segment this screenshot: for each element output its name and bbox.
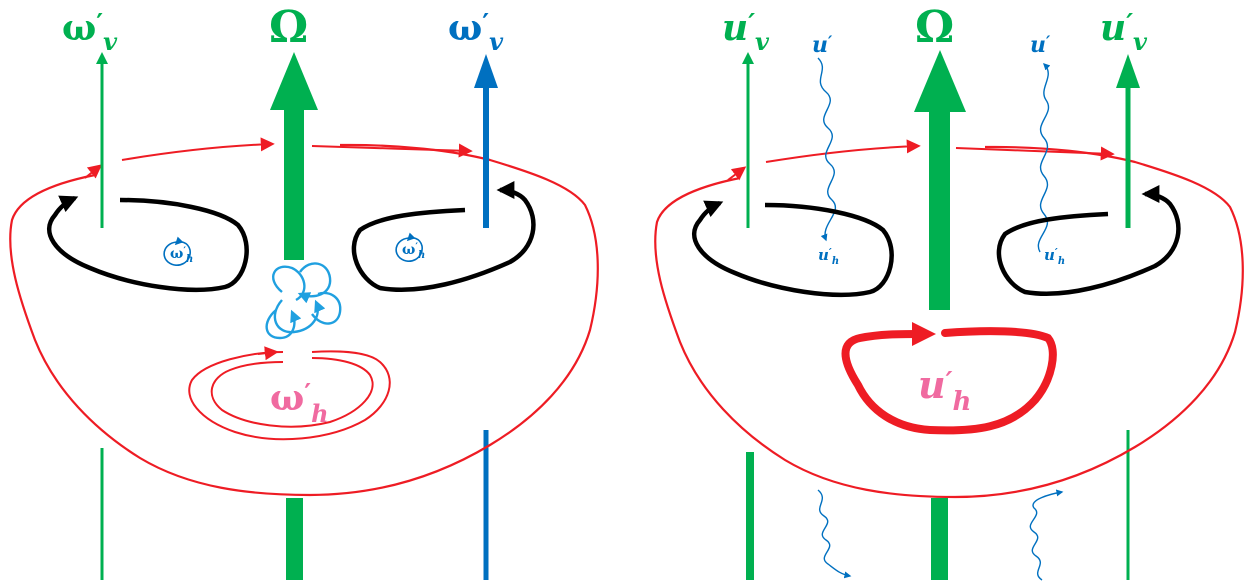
right-u-v-left-label: u′v <box>722 7 770 56</box>
left-omega-h-big-label: ω′h <box>270 377 329 428</box>
right-green-thick-lower <box>931 498 948 580</box>
right-thick-red-arrowhead <box>912 322 936 346</box>
left-panel: ω′v Ω ω′v ω′h ω′h ω′h <box>10 2 598 580</box>
right-green-right-head <box>1116 54 1140 88</box>
left-green-thick-head <box>270 52 318 110</box>
right-u-prime-left-label: u′ <box>812 32 833 58</box>
right-u-h-big-label: u′h <box>918 362 971 417</box>
left-green-thick-lower <box>286 498 303 580</box>
right-u-h-small-left-label: u′h <box>818 246 839 267</box>
left-green-thick-shaft <box>284 108 304 260</box>
right-u-v-right-label: u′v <box>1100 7 1148 56</box>
right-black-loop-left <box>694 203 891 295</box>
left-Omega-label: Ω <box>269 2 308 53</box>
left-omega-v-right-label: ω′v <box>448 7 504 56</box>
left-top-arrow-2 <box>122 144 272 160</box>
right-wavy-lower-right <box>1030 492 1062 580</box>
right-green-thick-shaft <box>929 110 950 310</box>
right-black-loop-right <box>999 194 1179 294</box>
right-u-h-small-right-label: u′h <box>1044 246 1065 267</box>
left-omega-v-left-label: ω′v <box>62 7 118 56</box>
right-green-left-lower <box>746 452 754 580</box>
left-black-loop-left <box>49 198 246 290</box>
right-panel: u′v u′ Ω u′ u′v u′h u′h u′h <box>655 2 1243 580</box>
right-green-thick-head <box>914 50 966 112</box>
right-wavy-lower-left <box>818 490 850 576</box>
left-blue-head <box>474 54 498 88</box>
right-top-arrow-2 <box>766 146 918 162</box>
left-trefoil-knot <box>267 263 341 338</box>
right-Omega-label: Ω <box>915 2 954 53</box>
left-outer-blob <box>10 145 598 495</box>
right-u-prime-right-label: u′ <box>1030 32 1051 58</box>
left-black-loop-right <box>354 190 534 290</box>
right-wavy-upper-right <box>1038 64 1048 252</box>
